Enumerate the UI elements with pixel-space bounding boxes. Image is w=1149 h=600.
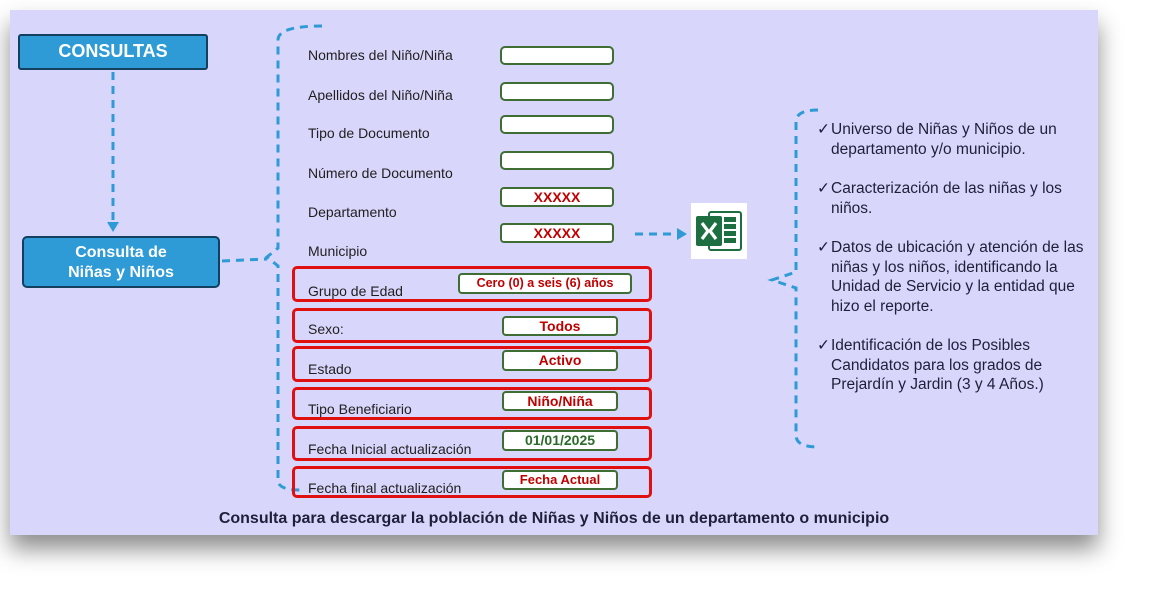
label-fecha-inicial: Fecha Inicial actualización [308,441,472,457]
label-fecha-final: Fecha final actualización [308,480,462,496]
fecha-inicial-row [292,426,652,461]
fecha-final-field[interactable]: Fecha Actual [502,470,618,490]
check-icon: ✓ [817,180,830,197]
tipo-beneficiario-row [292,387,652,420]
check-icon: ✓ [817,337,830,354]
municipio-field[interactable]: XXXXX [500,223,614,243]
label-sexo: Sexo: [308,321,344,337]
label-grupo-edad: Grupo de Edad [308,283,403,299]
label-municipio: Municipio [308,243,368,259]
label-estado: Estado [308,361,352,377]
arrow-down-icon [107,222,119,232]
sexo-row [292,308,652,343]
label-numero-documento: Número de Documento [308,165,453,181]
label-tipo-beneficiario: Tipo Beneficiario [308,401,412,417]
numero-documento-field[interactable] [500,151,614,170]
tipo-beneficiario-field[interactable]: Niño/Niña [502,391,618,411]
sexo-field[interactable]: Todos [502,316,618,336]
fecha-inicial-field[interactable]: 01/01/2025 [502,430,618,451]
list-item: ✓Caracterización de las niñas y los niño… [817,180,1062,217]
check-icon: ✓ [817,239,830,256]
list-item: ✓Universo de Niñas y Niños de un departa… [817,121,1057,158]
consulta-ninos-line1: Consulta de [75,244,167,261]
estado-row [292,346,652,382]
benefits-list: ✓Universo de Niñas y Niños de un departa… [817,120,1087,415]
connector-lines [107,24,819,492]
list-item: ✓Identificación de los Posibles Candidat… [817,337,1044,393]
label-departamento: Departamento [308,204,397,220]
arrow-right-icon [677,228,687,240]
nombres-field[interactable] [500,46,614,65]
estado-field[interactable]: Activo [502,350,618,371]
slide: CONSULTAS Consulta de Niñas y Niños Nomb… [10,10,1098,535]
consulta-ninos-line2: Niñas y Niños [68,264,174,281]
tipo-documento-field[interactable] [500,115,614,134]
check-icon: ✓ [817,121,830,138]
grupo-edad-field[interactable]: Cero (0) a seis (6) años [458,273,632,294]
apellidos-field[interactable] [500,82,614,101]
consulta-ninos-box: Consulta de Niñas y Niños [22,236,220,288]
label-nombres: Nombres del Niño/Niña [308,47,453,63]
label-tipo-documento: Tipo de Documento [308,125,430,141]
departamento-field[interactable]: XXXXX [500,187,614,207]
grupo-edad-row [292,266,652,302]
label-apellidos: Apellidos del Niño/Niña [308,87,453,103]
fecha-final-row [292,466,652,498]
list-item: ✓Datos de ubicación y atención de las ni… [817,239,1084,315]
footer-caption: Consulta para descargar la población de … [218,510,890,527]
consultas-box: CONSULTAS [18,34,208,70]
excel-icon [691,203,747,259]
